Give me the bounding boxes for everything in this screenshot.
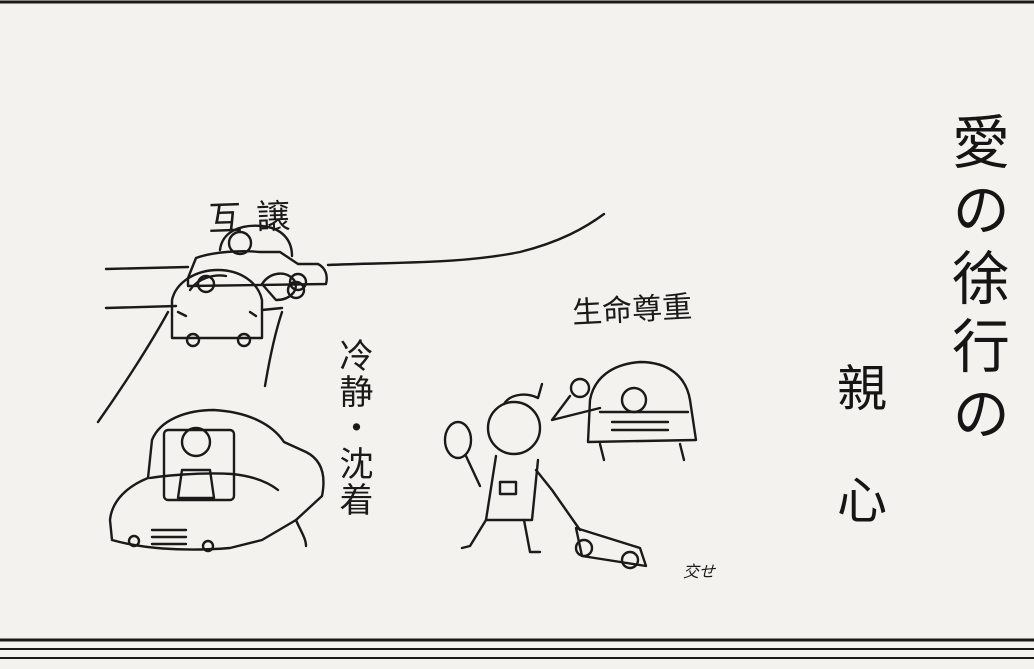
far-car-sedan <box>186 224 328 294</box>
road-edge-left <box>96 310 170 424</box>
road-horizontal-bottom <box>104 304 178 310</box>
road-horizontal-top-right <box>326 212 606 267</box>
respect-life-label: 生命尊重 <box>571 289 694 332</box>
large-car-with-driver <box>108 408 325 553</box>
artist-signature: 交せ <box>683 562 716 581</box>
road-edge-right <box>263 310 284 388</box>
road-horizontal-bottom-right <box>260 306 284 312</box>
near-car-rear-view <box>170 268 306 348</box>
road-horizontal-top <box>104 265 190 271</box>
car-with-child <box>550 360 698 462</box>
poster-title: 愛の徐行の <box>942 112 1010 452</box>
mutual-yield-label: 互譲 <box>207 196 305 240</box>
child-with-toy <box>443 382 648 570</box>
poster-author: 親心 <box>829 362 887 586</box>
calm-label: 冷静・沈着 <box>333 338 373 518</box>
